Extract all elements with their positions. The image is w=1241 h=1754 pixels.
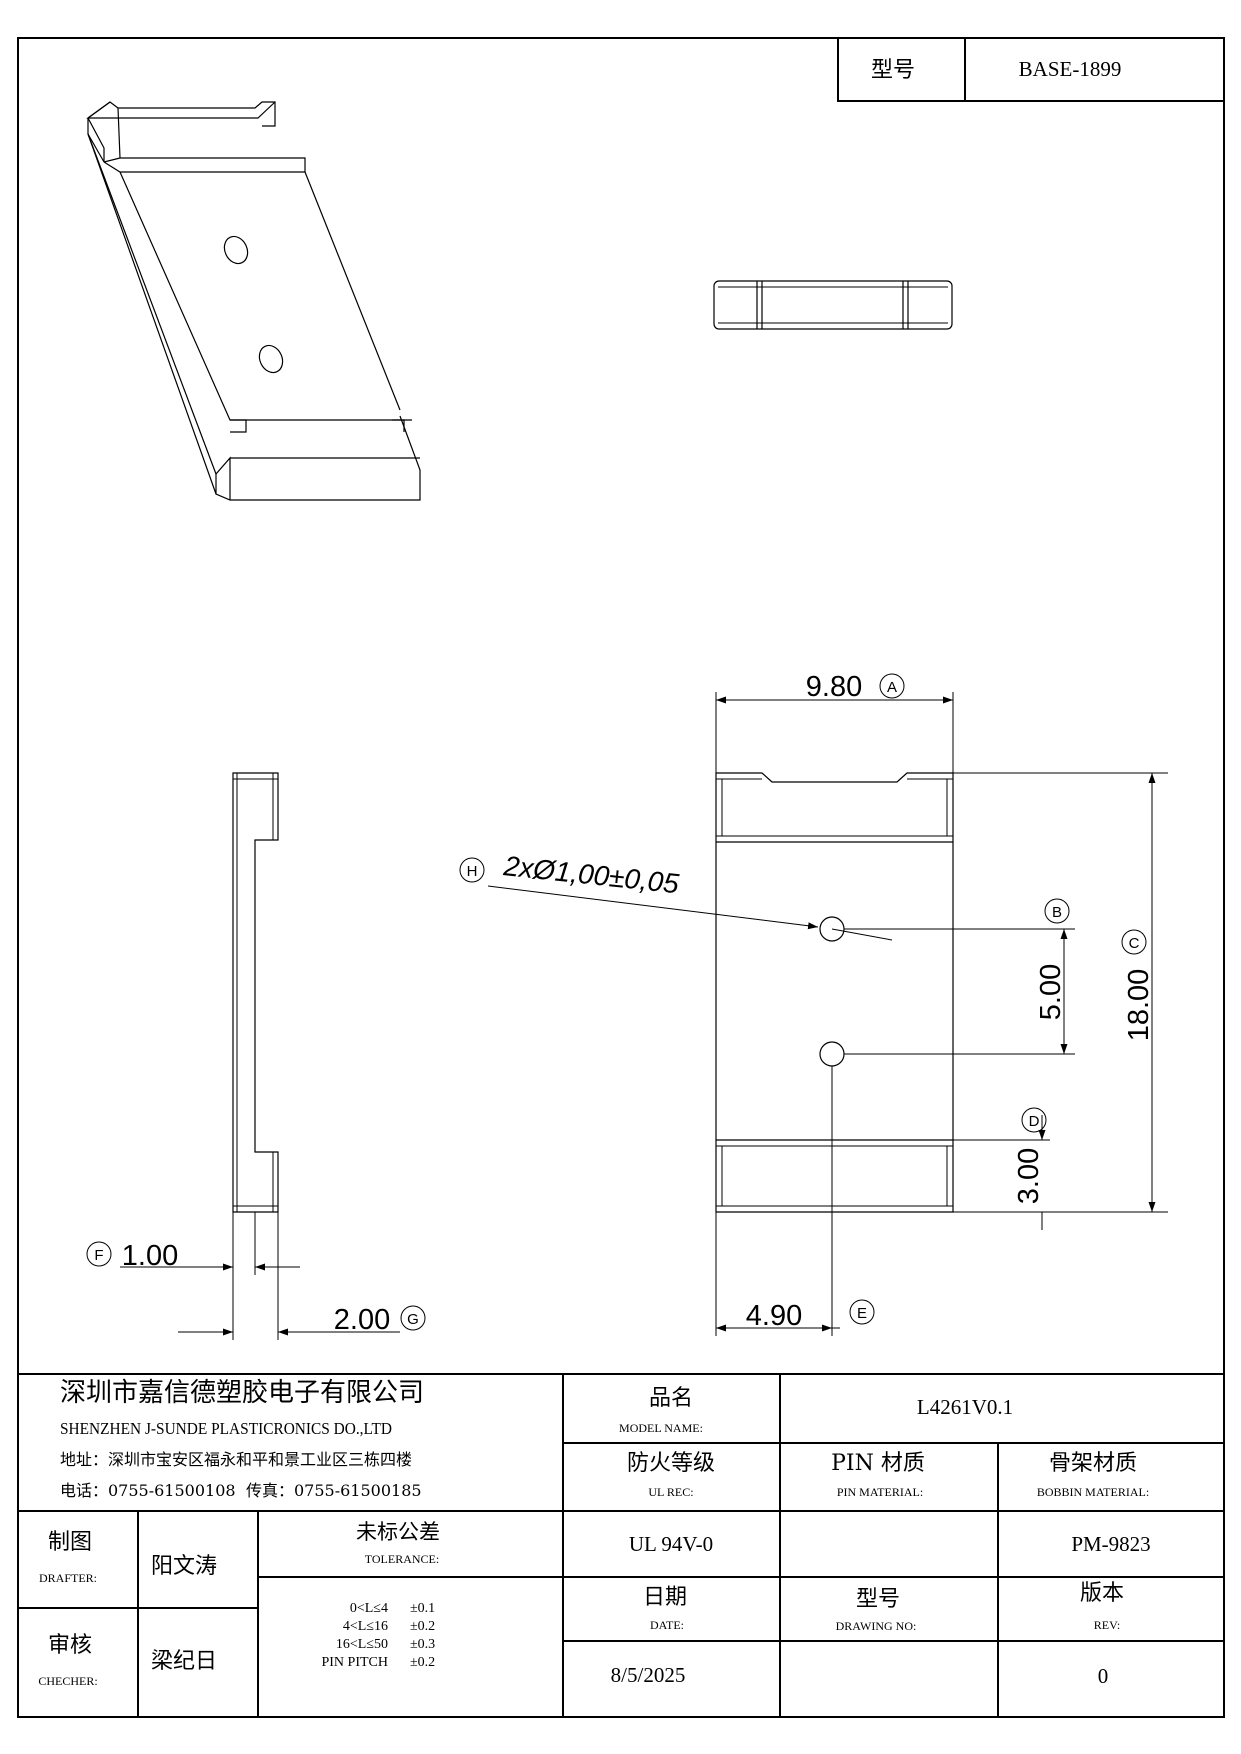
company-name-en: SHENZHEN J-SUNDE PLASTICRONICS DO.,LTD bbox=[60, 1419, 392, 1438]
bobbin-material-label: 骨架材质 bbox=[1049, 1451, 1137, 1476]
isometric-view bbox=[86, 101, 421, 501]
date-label: 日期 bbox=[643, 1585, 687, 1610]
date-label-en: DATE: bbox=[650, 1618, 684, 1632]
drawing-no-label-en: DRAWING NO: bbox=[836, 1619, 917, 1633]
tolerance-range: 0<L≤4 bbox=[350, 1601, 388, 1616]
fire-rating-label-en: UL REC: bbox=[648, 1485, 693, 1499]
dimension-lines bbox=[120, 692, 1168, 1340]
company-address: 地址：深圳市宝安区福永和平和景工业区三栋四楼 bbox=[60, 1450, 412, 1469]
bobbin-material-value: PM-9823 bbox=[1071, 1532, 1150, 1556]
checker-label: 审核 bbox=[48, 1633, 92, 1658]
dim-hole-callout: 2xØ1,00±0,05 bbox=[501, 850, 680, 899]
pin-material-label-en: PIN MATERIAL: bbox=[837, 1485, 923, 1499]
model-name-label: 品名 bbox=[649, 1386, 693, 1411]
drafter-label: 制图 bbox=[48, 1530, 92, 1555]
fire-rating-label: 防火等级 bbox=[627, 1451, 715, 1476]
bobbin-material-label-en: BOBBIN MATERIAL: bbox=[1037, 1485, 1149, 1499]
tolerance-range: PIN PITCH bbox=[321, 1655, 388, 1670]
side-view bbox=[232, 772, 279, 1213]
dim-total-value: 2.00 bbox=[334, 1304, 390, 1336]
company-phone: 电话：0755-61500108 bbox=[60, 1481, 236, 1500]
dim-half-width-value: 4.90 bbox=[746, 1300, 802, 1332]
dim-total-tag: G bbox=[407, 1311, 419, 1328]
dim-thin-value: 1.00 bbox=[122, 1240, 178, 1272]
tolerance-range: 16<L≤50 bbox=[336, 1637, 388, 1652]
date-value: 8/5/2025 bbox=[611, 1663, 686, 1687]
tolerance-value: ±0.1 bbox=[410, 1601, 435, 1616]
title-block: 深圳市嘉信德塑胶电子有限公司 SHENZHEN J-SUNDE PLASTICR… bbox=[18, 1373, 1224, 1717]
ul-rating-value: UL 94V-0 bbox=[629, 1532, 713, 1556]
dim-length-tag: C bbox=[1129, 935, 1140, 952]
drawing-no-label: 型号 bbox=[856, 1587, 900, 1612]
checker-name: 梁纪日 bbox=[151, 1649, 217, 1674]
dim-hole-spacing-value: 5.00 bbox=[1035, 964, 1067, 1020]
model-name-value: L4261V0.1 bbox=[917, 1395, 1013, 1419]
company-name-cn: 深圳市嘉信德塑胶电子有限公司 bbox=[60, 1378, 424, 1408]
revision-label-en: REV: bbox=[1094, 1618, 1120, 1632]
tolerance-label: 未标公差 bbox=[356, 1520, 440, 1544]
model-header-box: 型号 BASE-1899 bbox=[837, 37, 1225, 102]
dim-flange-tag: D bbox=[1029, 1113, 1040, 1130]
tolerance-value: ±0.3 bbox=[410, 1637, 435, 1652]
sheet-border bbox=[17, 37, 1225, 1718]
dim-half-width-tag: E bbox=[857, 1305, 867, 1322]
tolerance-value: ±0.2 bbox=[410, 1655, 435, 1670]
dim-hole-callout-tag: H bbox=[467, 863, 478, 880]
dim-flange-value: 3.00 bbox=[1013, 1148, 1045, 1204]
company-fax: 传真：0755-61500185 bbox=[246, 1481, 422, 1500]
tolerance-range: 4<L≤16 bbox=[343, 1619, 388, 1634]
top-view bbox=[713, 280, 953, 330]
iso-hole-bottom bbox=[258, 344, 284, 374]
revision-value: 0 bbox=[1098, 1664, 1109, 1688]
dim-thin-tag: F bbox=[94, 1247, 103, 1264]
front-hole-bottom bbox=[819, 1041, 845, 1067]
model-header-value: BASE-1899 bbox=[1019, 57, 1122, 81]
dimension-labels: 9.80 A 18.00 C 5.00 B 3.00 D 4.90 E 2xØ1… bbox=[86, 671, 1155, 1336]
drafter-label-en: DRAFTER: bbox=[39, 1571, 97, 1585]
front-view bbox=[715, 772, 954, 1213]
dim-hole-spacing-tag: B bbox=[1052, 904, 1062, 921]
dim-width-tag: A bbox=[887, 679, 897, 696]
pin-material-label: PIN 材质 bbox=[831, 1451, 925, 1476]
tolerance-label-en: TOLERANCE: bbox=[365, 1552, 439, 1566]
checker-label-en: CHECHER: bbox=[38, 1674, 97, 1688]
iso-hole-top bbox=[223, 235, 249, 265]
model-header-label: 型号 bbox=[871, 58, 915, 83]
dim-width-value: 9.80 bbox=[806, 671, 862, 703]
model-name-label-en: MODEL NAME: bbox=[619, 1421, 703, 1435]
dim-length-value: 18.00 bbox=[1123, 969, 1155, 1042]
revision-label: 版本 bbox=[1080, 1581, 1124, 1606]
tolerance-value: ±0.2 bbox=[410, 1619, 435, 1634]
drafter-name: 阳文涛 bbox=[151, 1554, 217, 1579]
